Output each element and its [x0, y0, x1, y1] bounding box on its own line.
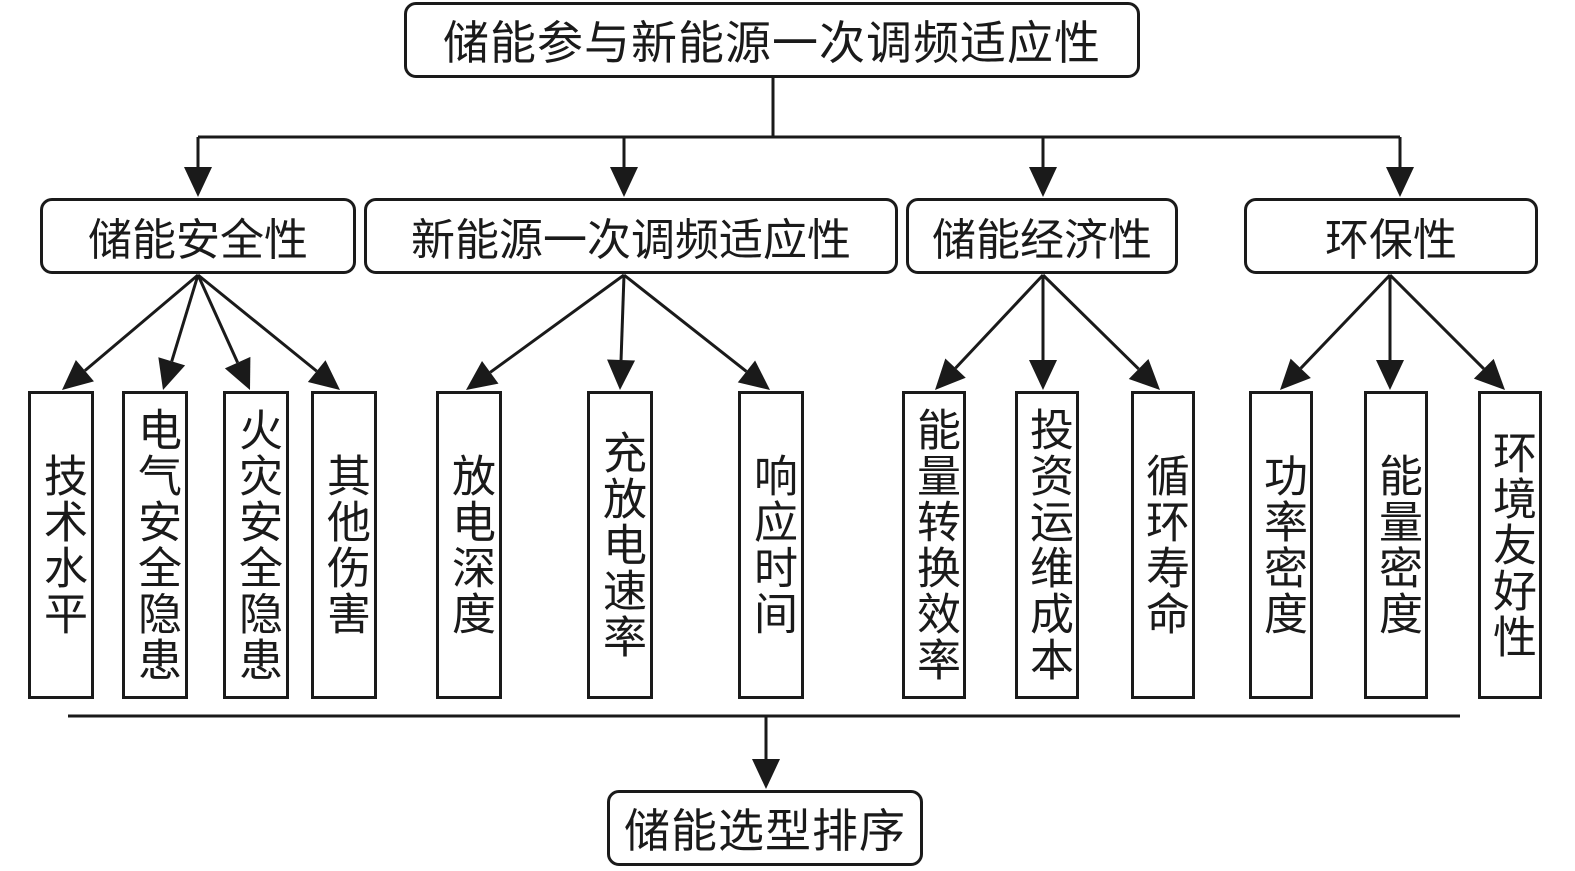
indicator-label: 投资运维成本 — [1022, 407, 1073, 683]
arrowhead-icon — [1386, 167, 1414, 197]
indicator-label: 功率密度 — [1256, 453, 1307, 637]
indicator-conversion-efficiency: 能量转换效率 — [902, 391, 966, 699]
arrowhead-icon — [935, 358, 966, 390]
safety-edge-0-shaft — [83, 273, 199, 372]
category-label: 储能经济性 — [932, 215, 1152, 266]
indicator-label: 循环寿命 — [1138, 453, 1189, 637]
indicator-label: 其他伤害 — [319, 453, 370, 637]
arrowhead-icon — [1029, 360, 1057, 390]
safety-edge-1-shaft — [170, 274, 200, 362]
arrowhead-icon — [1280, 358, 1311, 390]
indicator-label: 放电深度 — [444, 453, 495, 637]
safety-edge-3-shaft — [197, 273, 318, 373]
indicator-other-harm: 其他伤害 — [311, 391, 377, 699]
arrowhead-icon — [1376, 360, 1404, 390]
indicator-label: 技术水平 — [36, 453, 87, 637]
indicator-label: 环境友好性 — [1485, 430, 1536, 660]
frequency-edge-2-shaft — [623, 273, 748, 373]
arrowhead-icon — [607, 359, 636, 390]
category-frequency-adaptability: 新能源一次调频适应性 — [364, 198, 898, 274]
indicator-charge-discharge-rate: 充放电速率 — [587, 391, 653, 699]
arrowhead-icon — [610, 167, 638, 197]
indicator-response-time: 响应时间 — [738, 391, 804, 699]
indicator-cycle-life: 循环寿命 — [1131, 391, 1195, 699]
indicator-fire-hazard: 火灾安全隐患 — [223, 391, 289, 699]
indicator-energy-density: 能量密度 — [1364, 391, 1428, 699]
indicator-label: 充放电速率 — [595, 430, 646, 660]
category-label: 储能安全性 — [88, 215, 308, 266]
indicator-label: 电气安全隐患 — [130, 407, 181, 683]
category-environmental: 环保性 — [1244, 198, 1538, 274]
indicator-discharge-depth: 放电深度 — [436, 391, 502, 699]
arrowhead-icon — [224, 356, 251, 390]
indicator-investment-om-cost: 投资运维成本 — [1015, 391, 1079, 699]
arrowhead-icon — [307, 360, 340, 390]
arrowhead-icon — [62, 359, 94, 390]
category-label: 新能源一次调频适应性 — [411, 215, 851, 266]
arrowhead-icon — [158, 357, 186, 390]
economy-edge-2-shaft — [1041, 273, 1140, 371]
result-label: 储能选型排序 — [624, 804, 906, 858]
arrowhead-icon — [184, 167, 212, 197]
indicator-label: 能量转换效率 — [909, 407, 960, 683]
indicator-power-density: 功率密度 — [1249, 391, 1313, 699]
indicator-technology-level: 技术水平 — [28, 391, 94, 699]
frequency-edge-1-shaft — [619, 274, 626, 361]
indicator-electrical-hazard: 电气安全隐患 — [122, 391, 188, 699]
safety-edge-2-shaft — [196, 274, 240, 364]
frequency-edge-0-shaft — [489, 273, 625, 374]
category-economy: 储能经济性 — [906, 198, 1178, 274]
arrowhead-icon — [737, 360, 770, 390]
economy-edge-0-shaft — [954, 273, 1045, 370]
category-safety: 储能安全性 — [40, 198, 356, 274]
root-label: 储能参与新能源一次调频适应性 — [443, 16, 1101, 70]
arrowhead-icon — [1473, 358, 1505, 390]
arrowhead-icon — [1029, 167, 1057, 197]
arrowhead-icon — [752, 759, 780, 789]
arrowhead-icon — [1128, 358, 1160, 390]
indicator-label: 火灾安全隐患 — [231, 407, 282, 683]
result-node: 储能选型排序 — [607, 790, 923, 866]
indicator-label: 能量密度 — [1371, 453, 1422, 637]
environment-edge-2-shaft — [1388, 273, 1485, 370]
environment-edge-0-shaft — [1299, 273, 1392, 370]
indicator-environmental-friendliness: 环境友好性 — [1478, 391, 1542, 699]
root-node: 储能参与新能源一次调频适应性 — [404, 2, 1140, 78]
indicator-label: 响应时间 — [746, 453, 797, 637]
category-label: 环保性 — [1325, 215, 1457, 266]
arrowhead-icon — [466, 361, 499, 390]
